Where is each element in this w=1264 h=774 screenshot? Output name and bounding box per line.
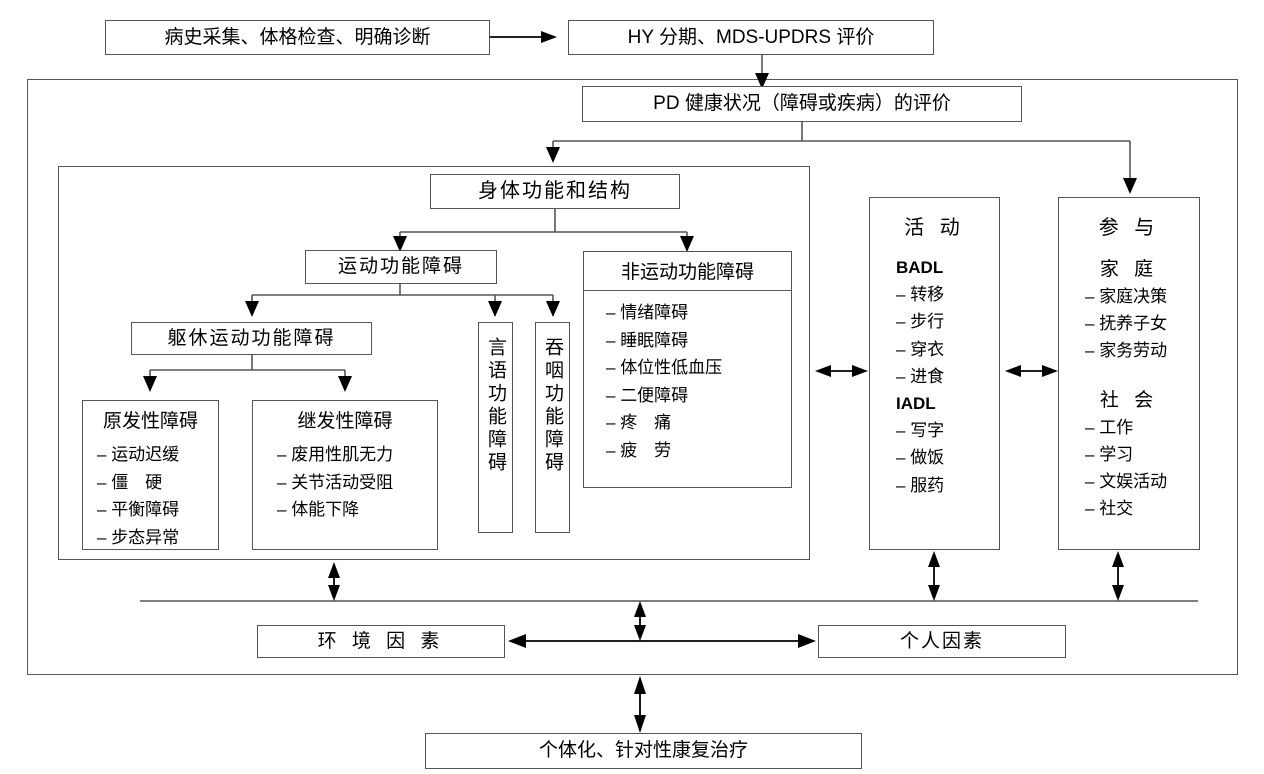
list-item: 工作 [1085,414,1167,441]
outcome-label: 个体化、针对性康复治疗 [538,740,748,762]
list-item: 废用性肌无力 [277,441,393,469]
list-item: 服药 [896,472,944,499]
list-item: 僵 硬 [97,469,179,497]
list-item: 做饭 [896,444,944,471]
list-item: 关节活动受阻 [277,469,393,497]
participation-title: 参 与 [1098,217,1160,239]
participation-family-items: 家庭决策 抚养子女 家务劳动 [1059,283,1167,365]
nonmotor-disorder-box[interactable]: 非运动功能障碍 情绪障碍 睡眠障碍 体位性低血压 二便障碍 疼 痛 疲 劳 [583,251,792,488]
activity-badl-group: BADL 转移 步行 穿衣 进食 [870,254,944,390]
group-label: BADL [896,258,944,277]
participation-family-title: 家 庭 [1099,259,1159,280]
evaluation-box[interactable]: PD 健康状况（障碍或疾病）的评价 [582,86,1022,122]
list-item: 疲 劳 [606,437,722,465]
list-item: 文娱活动 [1085,468,1167,495]
speech-disorder-box[interactable]: 言语功能障碍 [478,322,513,533]
body-structure-box[interactable]: 身体功能和结构 [430,174,680,209]
motor-disorder-box[interactable]: 运动功能障碍 [305,250,497,284]
list-item: 家务劳动 [1085,337,1167,364]
participation-social-items: 工作 学习 文娱活动 社交 [1059,414,1167,523]
trunk-limb-motor-label: 躯休运动功能障碍 [167,327,336,349]
list-item: 情绪障碍 [606,299,722,327]
list-item: 社交 [1085,495,1167,522]
personal-factors-label: 个人因素 [899,630,984,652]
speech-disorder-label: 言语功能障碍 [485,337,506,475]
list-item: 二便障碍 [606,382,722,410]
list-item: 平衡障碍 [97,496,179,524]
icf-outer-frame [27,79,1238,675]
list-item: 写字 [896,417,944,444]
nonmotor-disorder-title: 非运动功能障碍 [584,252,791,291]
intake-box[interactable]: 病史采集、体格检查、明确诊断 [105,20,490,55]
list-item: 体位性低血压 [606,354,722,382]
body-structure-label: 身体功能和结构 [478,180,632,202]
primary-disorder-title: 原发性障碍 [102,411,198,432]
primary-disorder-items: 运动迟缓 僵 硬 平衡障碍 步态异常 [83,439,179,551]
participation-box[interactable]: 参 与 家 庭 家庭决策 抚养子女 家务劳动 社 会 工作 学习 文娱活动 社交 [1058,197,1200,550]
staging-label: HY 分期、MDS-UPDRS 评价 [627,26,875,48]
swallow-disorder-label: 吞咽功能障碍 [542,337,563,475]
list-item: 抚养子女 [1085,310,1167,337]
trunk-limb-motor-box[interactable]: 躯休运动功能障碍 [131,322,372,355]
activity-box[interactable]: 活 动 BADL 转移 步行 穿衣 进食 IADL 写字 做饭 服药 [869,197,1000,550]
environmental-factors-label: 环 境 因 素 [317,630,445,652]
swallow-disorder-box[interactable]: 吞咽功能障碍 [535,322,570,533]
list-item: 进食 [896,363,944,390]
intake-label: 病史采集、体格检查、明确诊断 [164,26,431,48]
group-label: IADL [896,393,936,413]
list-item: 学习 [1085,441,1167,468]
activity-iadl-group: IADL 写字 做饭 服药 [870,390,944,499]
personal-factors-box[interactable]: 个人因素 [818,625,1066,658]
list-item: 家庭决策 [1085,283,1167,310]
outcome-box[interactable]: 个体化、针对性康复治疗 [425,733,862,769]
list-item: 穿衣 [896,336,944,363]
evaluation-label: PD 健康状况（障碍或疾病）的评价 [653,93,951,115]
body-function-frame [58,166,810,560]
list-item: 运动迟缓 [97,441,179,469]
secondary-disorder-title: 继发性障碍 [297,411,393,432]
motor-disorder-label: 运动功能障碍 [337,256,464,278]
primary-disorder-box[interactable]: 原发性障碍 运动迟缓 僵 硬 平衡障碍 步态异常 [82,400,219,550]
list-item: 步态异常 [97,524,179,552]
list-item: 转移 [896,281,944,308]
secondary-disorder-items: 废用性肌无力 关节活动受阻 体能下降 [253,439,393,524]
participation-social-title: 社 会 [1099,389,1159,411]
list-item: 步行 [896,308,944,335]
list-item: 体能下降 [277,496,393,524]
staging-box[interactable]: HY 分期、MDS-UPDRS 评价 [568,20,934,55]
list-item: 睡眠障碍 [606,327,722,355]
activity-title: 活 动 [904,217,965,239]
environmental-factors-box[interactable]: 环 境 因 素 [257,625,505,658]
list-item: 疼 痛 [606,409,722,437]
secondary-disorder-box[interactable]: 继发性障碍 废用性肌无力 关节活动受阻 体能下降 [252,400,438,550]
nonmotor-disorder-items: 情绪障碍 睡眠障碍 体位性低血压 二便障碍 疼 痛 疲 劳 [584,291,722,464]
